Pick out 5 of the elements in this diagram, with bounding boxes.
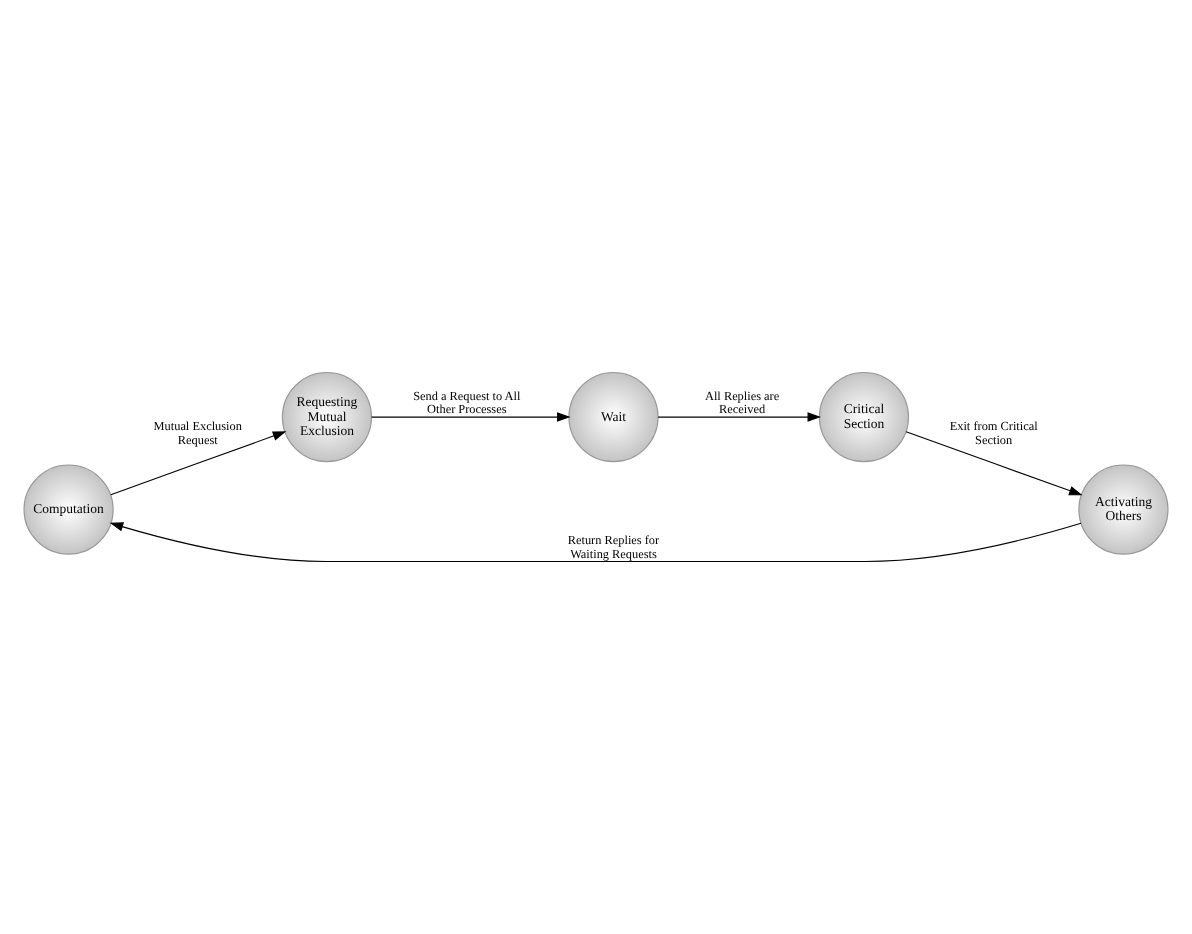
arrow: [110, 431, 287, 496]
arrow: [109, 522, 1082, 563]
arrow: [905, 431, 1083, 496]
arrow: [657, 412, 822, 422]
arrow: [370, 412, 571, 422]
